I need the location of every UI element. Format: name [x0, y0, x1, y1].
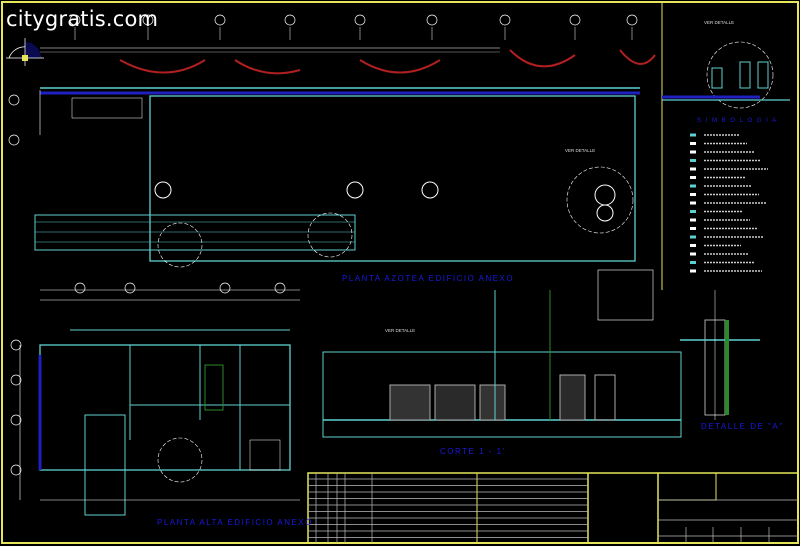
- grid-bubble-icon: [142, 14, 154, 26]
- watermark-text: citygratis.com: [6, 7, 159, 31]
- grid-bubble-icon: [10, 339, 22, 351]
- title-detalle-a: DETALLE DE "A": [701, 422, 784, 431]
- title-simbologia: S I M B O L O G I A: [697, 118, 778, 124]
- grid-axis-bubbles: [8, 14, 638, 476]
- planta-azotea-plan: [34, 41, 790, 268]
- legend-symbol-icon: [690, 227, 696, 230]
- north-arrow-icon: [6, 38, 44, 66]
- legend-symbol-icon: [690, 218, 696, 222]
- legend-symbol-icon: [690, 244, 696, 247]
- legend-symbol-icon: [690, 142, 696, 145]
- grid-bubble-icon: [8, 134, 20, 146]
- ver-detalle-label: VER DETALLE: [704, 20, 735, 25]
- grid-bubble-icon: [426, 14, 438, 26]
- grid-bubble-icon: [10, 374, 22, 386]
- legend-symbol-icon: [690, 269, 696, 273]
- grid-bubble-icon: [74, 282, 86, 294]
- legend-symbol-icon: [690, 210, 696, 213]
- simbologia-legend: [690, 133, 768, 273]
- legend-symbol-icon: [690, 133, 696, 137]
- legend-symbol-icon: [690, 252, 696, 256]
- grid-bubble-icon: [8, 94, 20, 106]
- legend-symbol-icon: [690, 167, 696, 171]
- grid-bubble-icon: [354, 14, 366, 26]
- planta-alta-plan: [19, 289, 300, 516]
- title-block: [307, 472, 799, 544]
- legend-symbol-icon: [690, 159, 696, 162]
- grid-bubble-icon: [274, 282, 286, 294]
- title-planta-alta: PLANTA ALTA EDIFICIO ANEXO: [157, 518, 313, 527]
- ver-detalle-label-3: VER DETALLE: [385, 328, 416, 333]
- grid-bubble-icon: [10, 414, 22, 426]
- detalle-a: [680, 290, 760, 420]
- grid-bubble-icon: [284, 14, 296, 26]
- grid-bubble-icon: [10, 464, 22, 476]
- legend-symbol-icon: [690, 193, 696, 196]
- legend-symbol-icon: [690, 150, 696, 154]
- legend-symbol-icon: [690, 261, 696, 264]
- title-corte: CORTE 1 - 1': [440, 447, 506, 456]
- grid-bubble-icon: [499, 14, 511, 26]
- grid-bubble-icon: [569, 14, 581, 26]
- grid-bubble-icon: [214, 14, 226, 26]
- grid-bubble-icon: [124, 282, 136, 294]
- legend-symbol-icon: [690, 201, 696, 205]
- title-block-grid: [308, 473, 798, 543]
- corte-section: [322, 269, 682, 438]
- title-planta-azotea: PLANTA AZOTEA EDIFICIO ANEXO: [342, 274, 515, 283]
- grid-bubble-icon: [219, 282, 231, 294]
- grid-bubble-icon: [69, 14, 81, 26]
- legend-symbol-icon: [690, 176, 696, 179]
- legend-symbol-icon: [690, 184, 696, 188]
- ver-detalle-label-2: VER DETALLE: [565, 148, 596, 153]
- legend-symbol-icon: [690, 235, 696, 239]
- grid-bubble-icon: [626, 14, 638, 26]
